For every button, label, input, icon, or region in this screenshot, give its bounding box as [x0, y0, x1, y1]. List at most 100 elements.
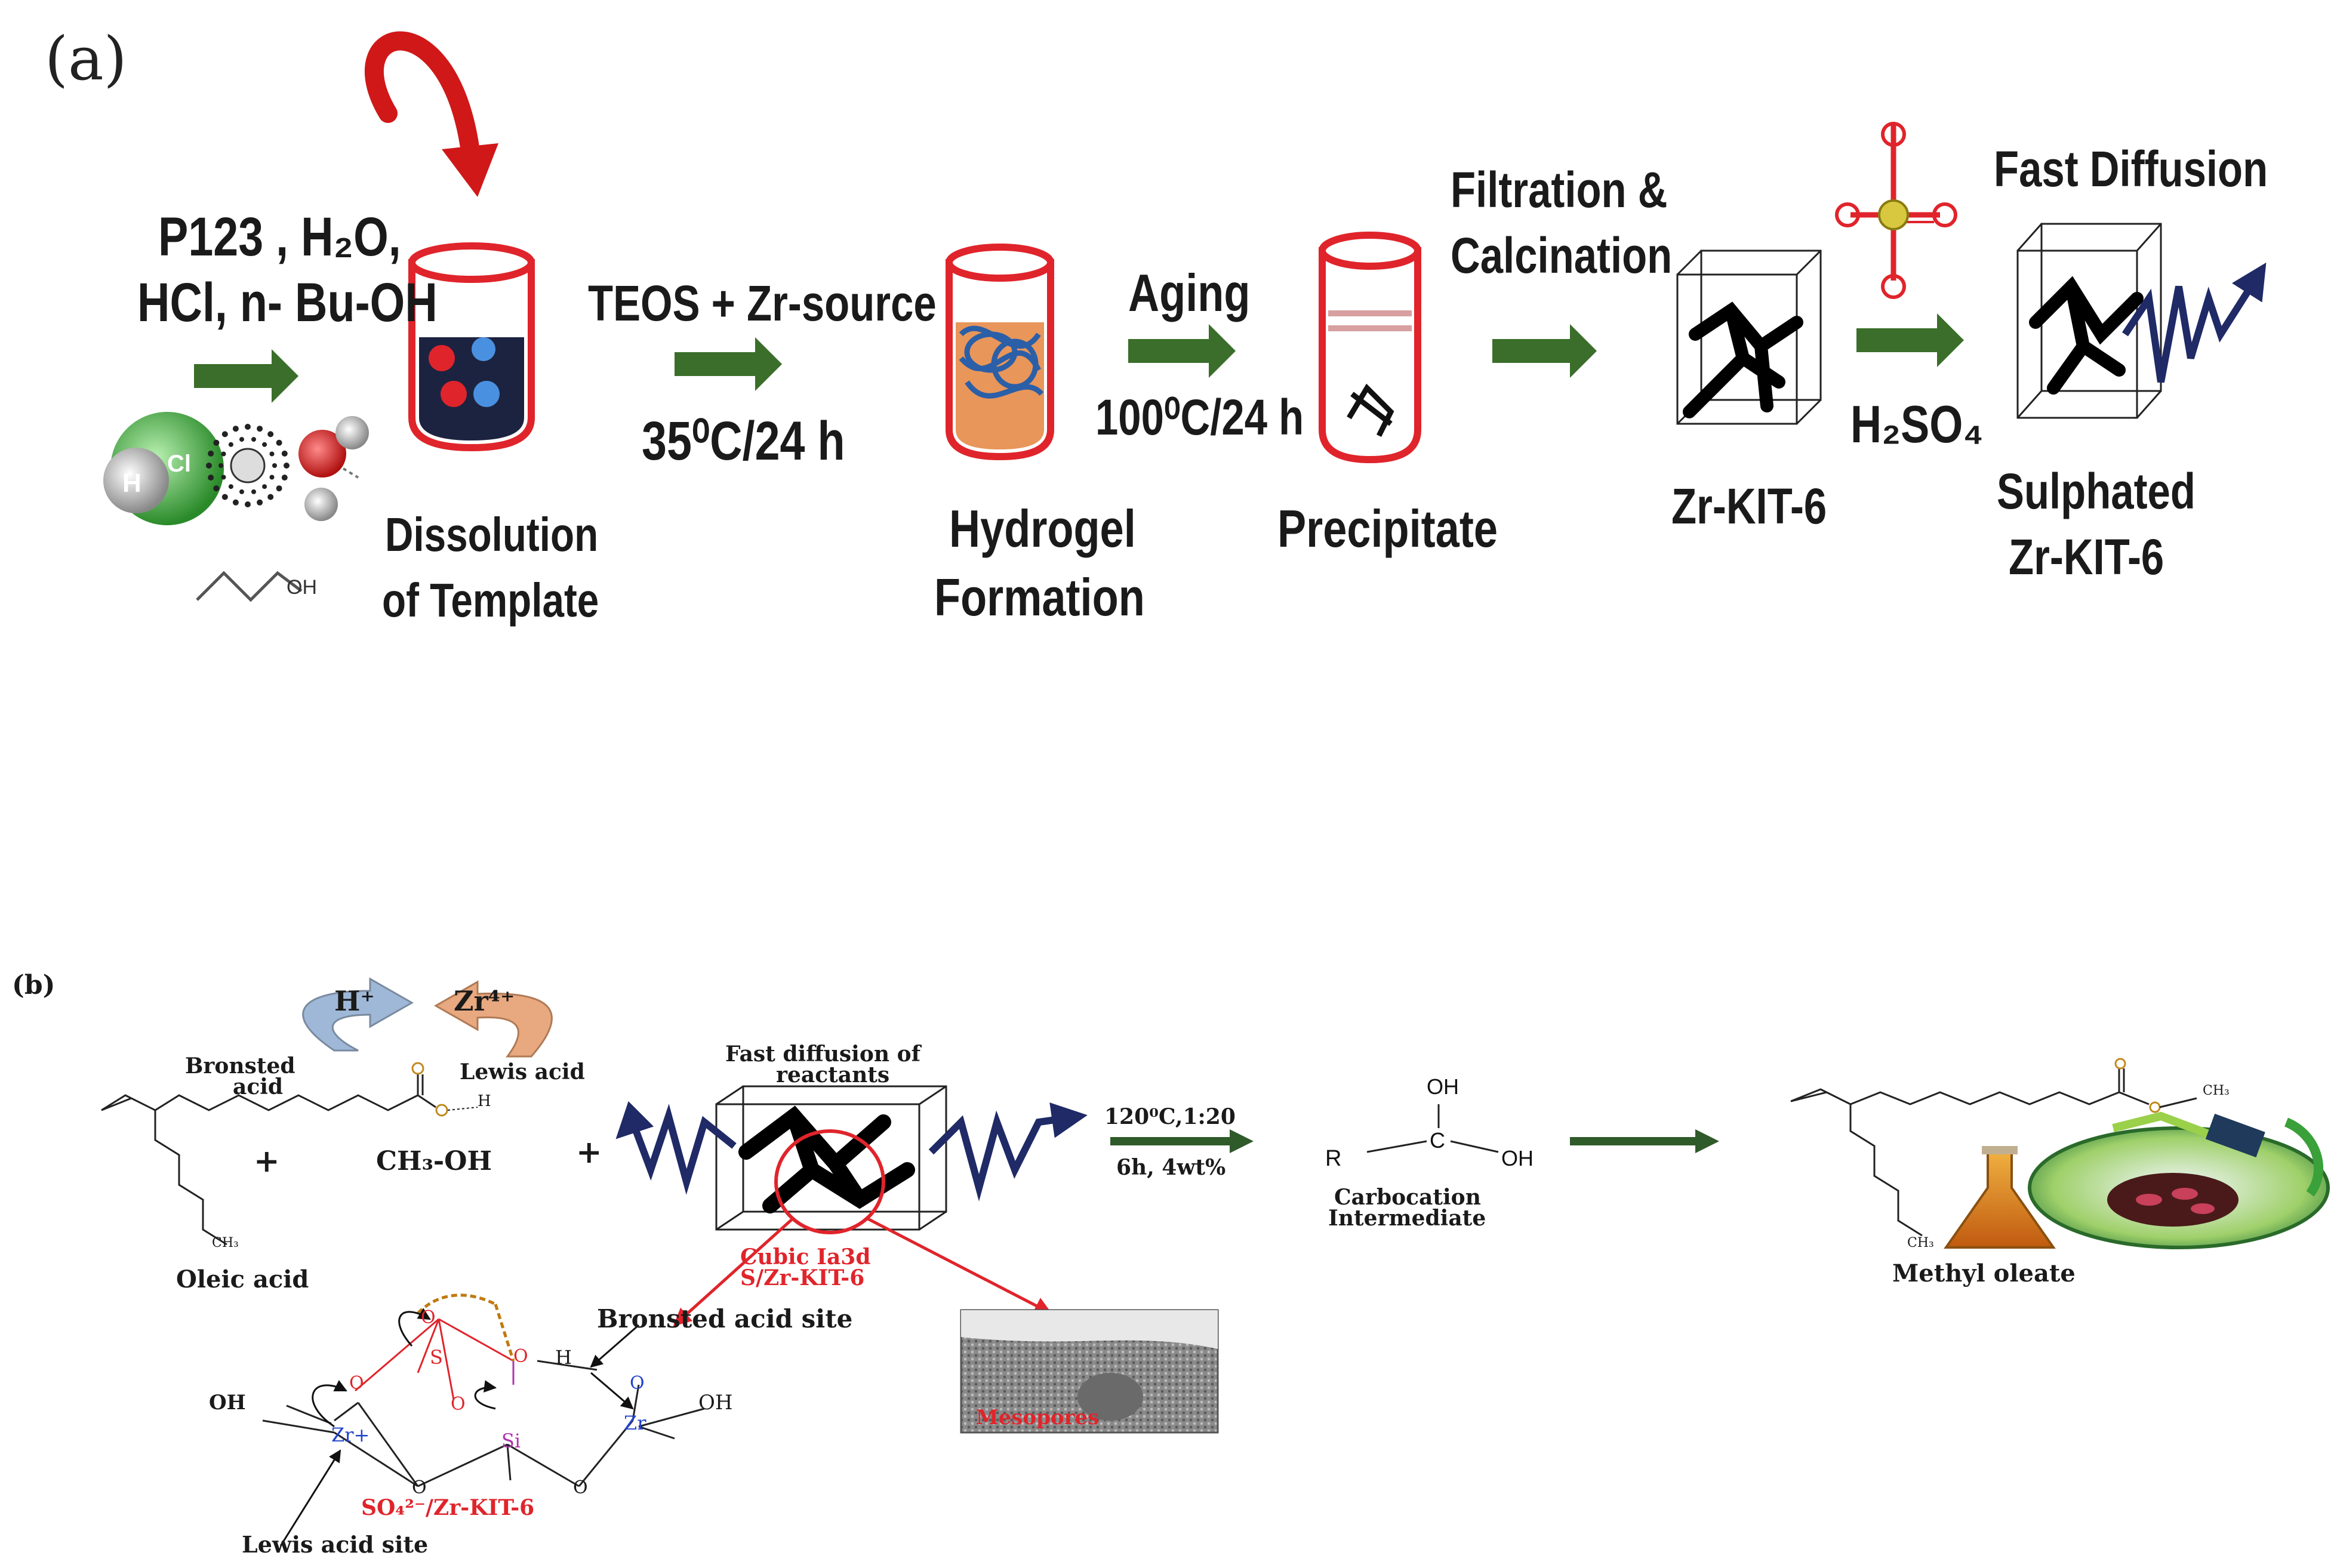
condition-h2so4: H₂SO₄: [1850, 395, 1984, 454]
reaction-condition-1: 120⁰C,1:20: [1104, 1104, 1236, 1129]
condition-filtration-2: Calcination: [1451, 227, 1673, 284]
plus-2: +: [576, 1134, 602, 1170]
mech-o-zr: O: [630, 1373, 645, 1394]
micelle-dot: [281, 450, 288, 457]
reaction-arrow-1: [1110, 1129, 1254, 1153]
hydrogel-container: [946, 244, 1054, 461]
micelle-dot: [221, 451, 226, 457]
micelle-dot: [245, 424, 251, 430]
condition-35c: 35⁰C/24 h: [642, 411, 845, 472]
sulfated-catalyst-label: SO₄²⁻/Zr-KIT-6: [361, 1495, 535, 1520]
reaction-condition-2: 6h, 4wt%: [1116, 1155, 1226, 1180]
methyl-oleate-ch3: CH₃: [1907, 1236, 1934, 1250]
green-arrows: [194, 313, 1964, 403]
plus-1: +: [254, 1143, 280, 1179]
fast-diffusion-1: Fast diffusion of: [725, 1042, 921, 1067]
step2-line-2: Formation: [934, 568, 1145, 627]
zoom-line-left: [673, 1216, 795, 1327]
mech-zr-plus: Zr+: [331, 1424, 370, 1446]
micelle-dot: [251, 437, 256, 442]
methyl-oleate-structure: [1790, 1088, 2150, 1237]
diffusion-wave-right: [928, 1102, 1088, 1202]
lewis-label: Lewis acid: [460, 1059, 585, 1085]
micelle-dot: [221, 494, 228, 500]
panel-a-graphics: [103, 31, 2267, 602]
mechanism-arrows: [279, 1308, 639, 1547]
lewis-exchange-arrow: [433, 980, 553, 1058]
bronsted-label-2: acid: [233, 1074, 284, 1099]
micelle-dot: [221, 475, 226, 480]
micelle-dot: [245, 501, 251, 507]
carbocation-oh-right: OH: [1501, 1146, 1534, 1170]
diffusion-wave-a: [2122, 262, 2267, 383]
panel-b-graphics: [101, 977, 2330, 1547]
micelle-dot: [239, 489, 244, 494]
template-container: [408, 242, 535, 452]
hcl-cl-label: Cl: [167, 451, 191, 477]
water-molecule: [298, 416, 369, 521]
micelle-dot: [213, 439, 220, 446]
step5-line-1: Sulphated: [1997, 463, 2196, 519]
micelle-dot: [251, 489, 256, 494]
hcl-h-label: H: [122, 469, 141, 498]
oleic-ch3: CH₃: [212, 1236, 239, 1250]
sulfate-ion: [1835, 122, 1957, 299]
mech-zr: Zr: [624, 1412, 646, 1434]
ester-ch3: CH₃: [2203, 1083, 2230, 1098]
reagents-line-2: HCl, n- Bu-OH: [137, 272, 438, 333]
catalyst-cube: [715, 1085, 947, 1231]
reaction-arrow-2: [1570, 1129, 1719, 1153]
mech-o-left: O: [349, 1373, 364, 1394]
micelle-dot: [232, 499, 239, 506]
hcl-molecule: [103, 412, 224, 525]
mechanism-structure: [262, 1293, 705, 1487]
micelle-dot: [257, 426, 263, 432]
biodiesel-bowl-icon: [2028, 1111, 2330, 1249]
diffusion-wave-left: [615, 1101, 737, 1195]
micelle-dot: [269, 451, 275, 457]
methyl-oleate-label: Methyl oleate: [1892, 1259, 2076, 1287]
oleic-oh-h: H: [478, 1092, 491, 1110]
flask-icon: [1944, 1146, 2056, 1249]
mech-o-lower-left: O: [412, 1477, 427, 1498]
micelle-dot: [239, 437, 244, 442]
carbocation-label-1: Carbocation: [1334, 1185, 1481, 1210]
mech-o-bottom: O: [451, 1394, 466, 1415]
bronsted-site-label: Bronsted acid site: [597, 1304, 853, 1333]
zr4-label: Zr⁴⁺: [454, 985, 515, 1017]
mech-si: Si: [501, 1430, 521, 1452]
micelle-dot: [213, 485, 220, 492]
tem-inset: [960, 1309, 1219, 1434]
mech-oh-left: OH: [209, 1391, 246, 1415]
step1-line-2: of Template: [382, 574, 599, 627]
step5-line-2: Zr-KIT-6: [2009, 529, 2164, 585]
step2-line-1: Hydrogel: [949, 499, 1136, 558]
micelle-dot: [276, 485, 282, 492]
micelle-dot: [281, 475, 288, 481]
reagents-line-1: P123 , H₂O,: [158, 207, 401, 267]
butanol-oh-label: OH: [287, 576, 317, 599]
micelle-dot: [267, 494, 274, 500]
step4-label: Zr-KIT-6: [1671, 478, 1827, 534]
micelle-dot: [272, 463, 277, 468]
curved-red-arrow: [364, 31, 481, 171]
bronsted-label-1: Bronsted: [185, 1053, 295, 1079]
micelle-dots: [206, 424, 290, 507]
carbocation-label-2: Intermediate: [1328, 1206, 1486, 1231]
mech-o-right: O: [513, 1346, 528, 1367]
precipitate-container: [1319, 232, 1421, 464]
kit6-cube: [1676, 249, 1822, 425]
micelle-dot: [267, 431, 274, 438]
sulphated-cube: [2016, 223, 2162, 419]
methanol-label: CH₃-OH: [376, 1146, 492, 1176]
step5-fast-diffusion: Fast Diffusion: [1994, 141, 2268, 197]
micelle-dot: [218, 463, 223, 468]
cubic-label-1: Cubic Ia3d: [740, 1244, 871, 1270]
micelle-dot: [208, 450, 214, 457]
micelle-dot: [228, 484, 233, 489]
oleic-acid-structure: [101, 1094, 418, 1246]
carbocation-oh-top: OH: [1427, 1074, 1459, 1099]
step1-line-1: Dissolution: [385, 508, 599, 561]
butanol-skeletal: [196, 571, 303, 602]
